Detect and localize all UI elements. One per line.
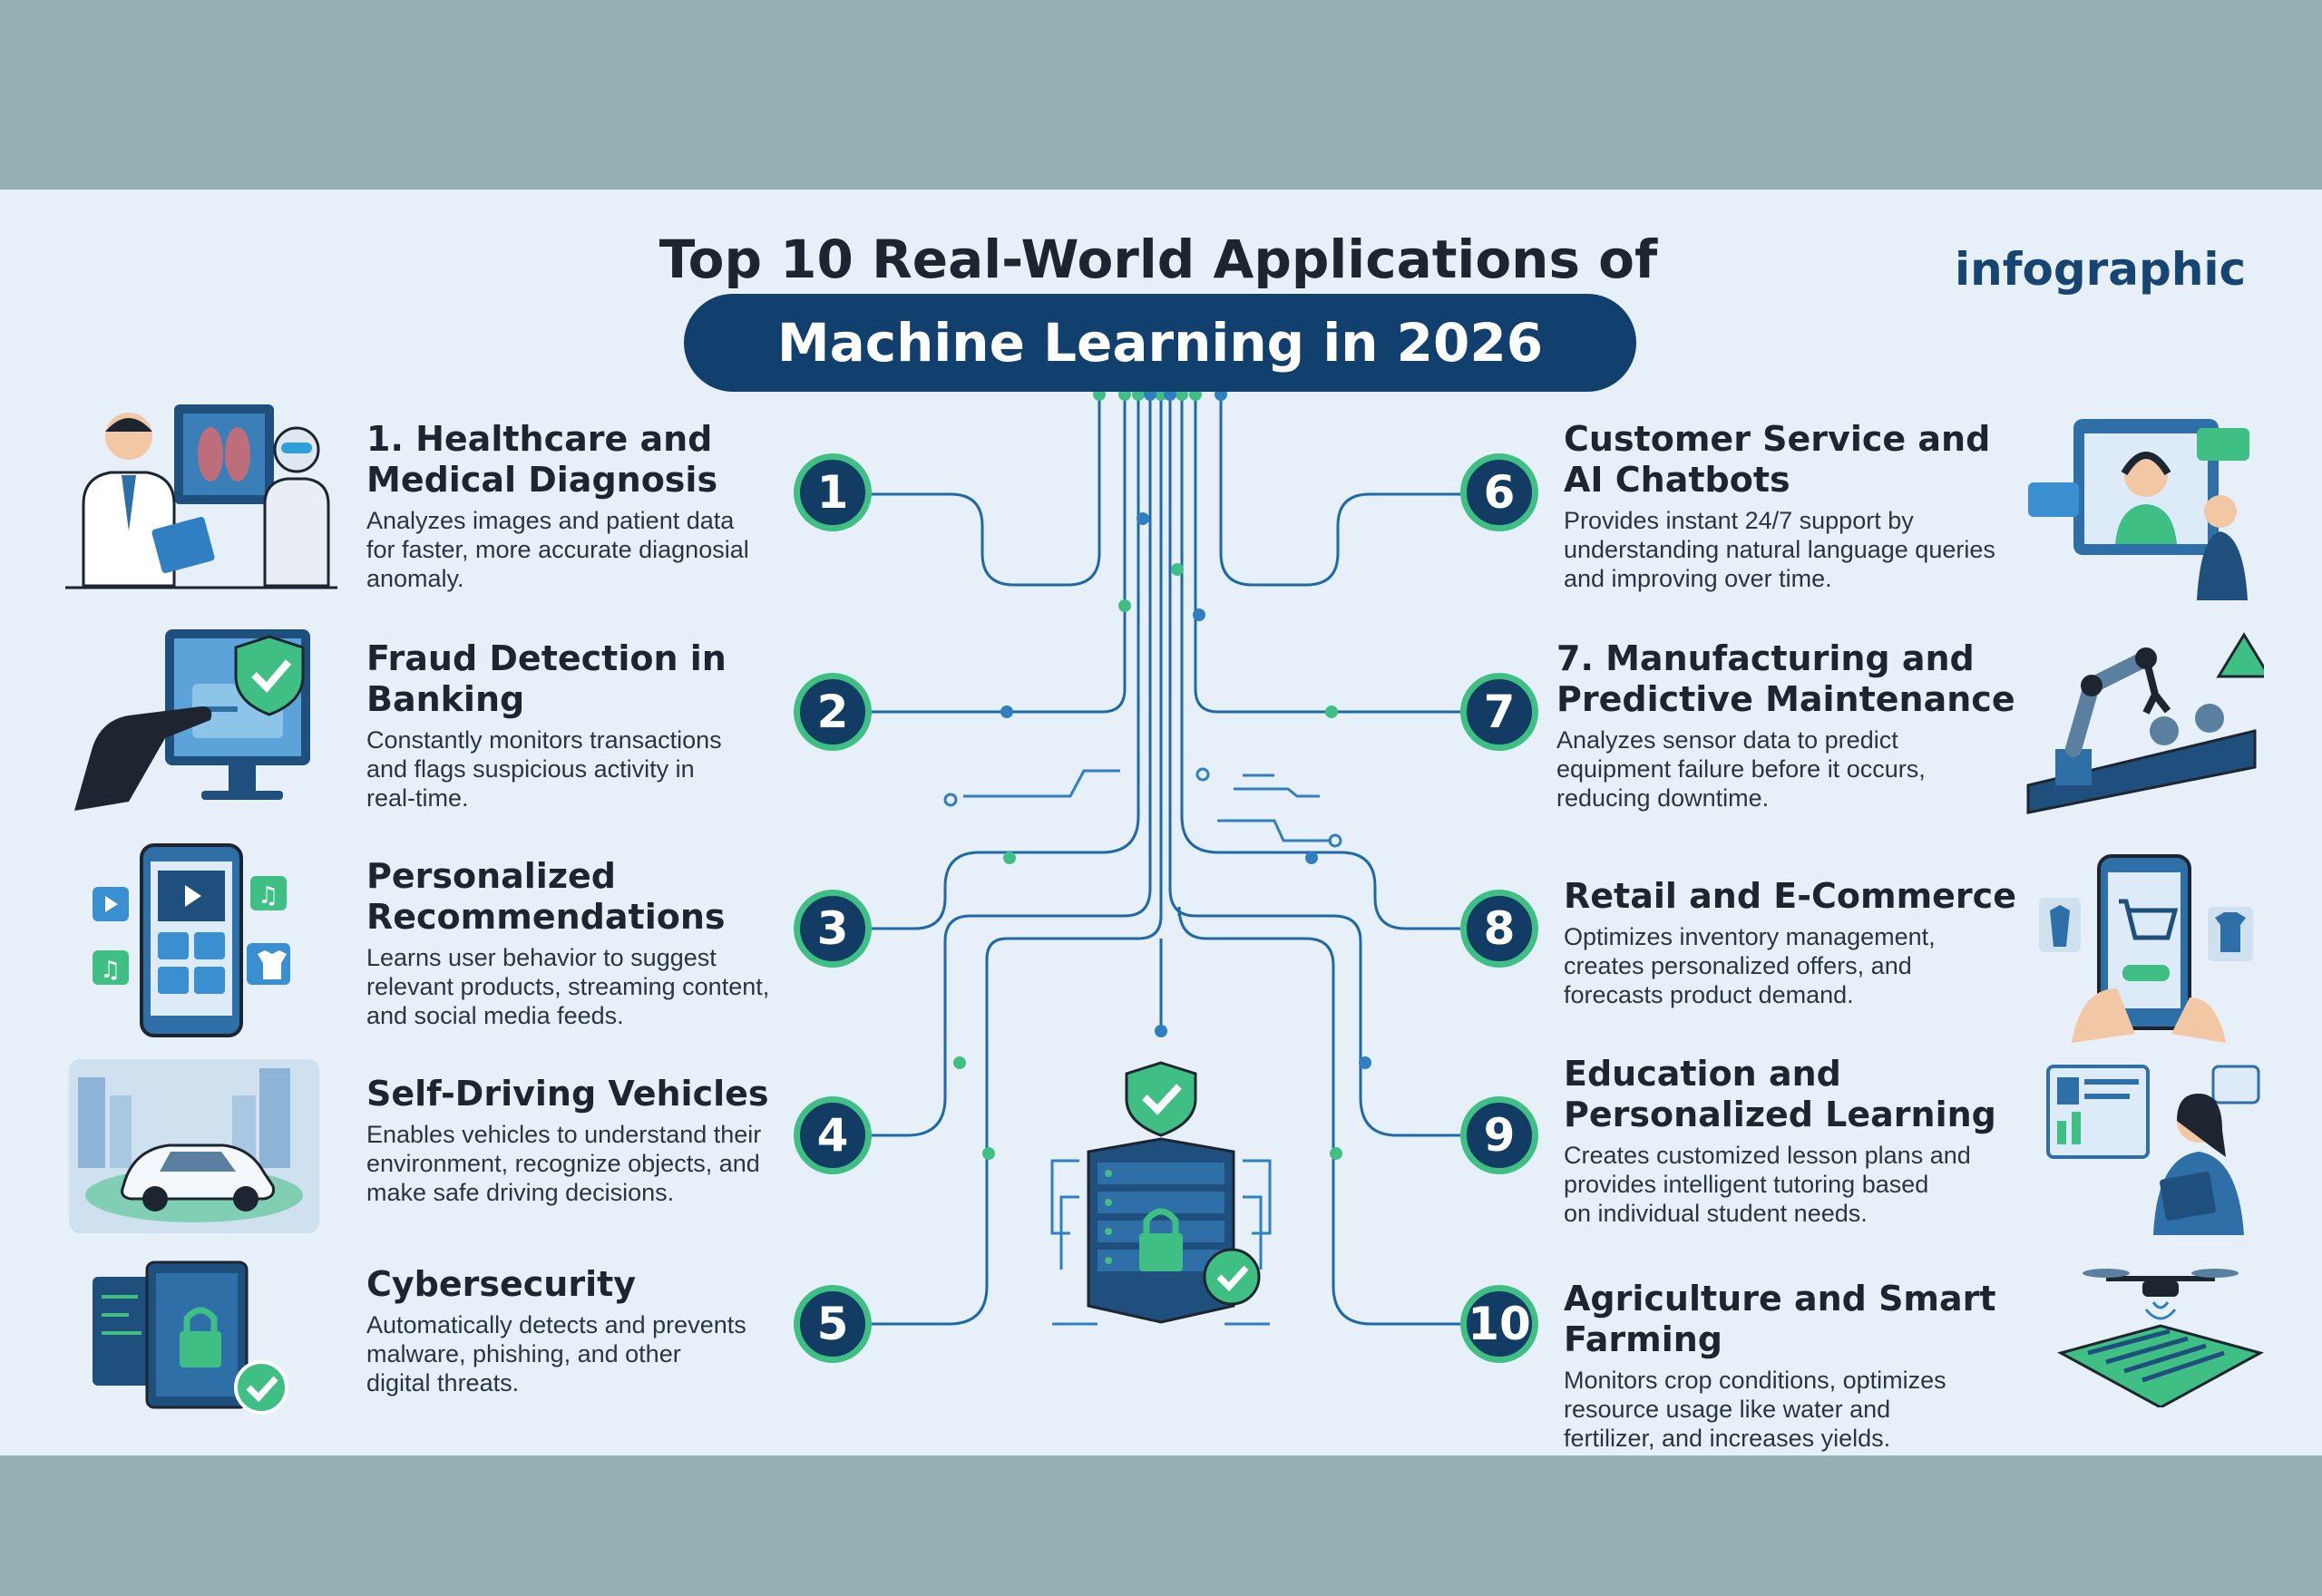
item-title: 1. Healthcare and Medical Diagnosis xyxy=(366,419,718,500)
list-item-chatbots: Customer Service and AI Chatbots Provide… xyxy=(1564,419,2035,593)
item-description: Analyzes images and patient data for fas… xyxy=(366,507,749,592)
chat-support-icon xyxy=(2028,419,2249,600)
item-description: Enables vehicles to understand their env… xyxy=(366,1121,762,1206)
item-title: 7. Manufacturing and Predictive Maintena… xyxy=(1556,638,2015,719)
item-description: Creates customized lesson plans and prov… xyxy=(1564,1142,1971,1227)
item-description: Optimizes inventory management, creates … xyxy=(1564,923,1936,1008)
list-item-recommendations: Personalized Recommendations Learns user… xyxy=(366,856,793,1030)
list-item-agriculture: Agriculture and Smart Farming Monitors c… xyxy=(1564,1279,2126,1453)
doctor-robot-xray-icon xyxy=(65,404,337,589)
item-title: Agriculture and Smart Farming xyxy=(1564,1279,1996,1359)
list-item-self-driving: Self-Driving Vehicles Enables vehicles t… xyxy=(366,1074,793,1207)
card-shield-monitor-icon xyxy=(74,629,310,811)
phone-media-icon: ♫ ♫ xyxy=(93,843,290,1037)
list-item-healthcare: 1. Healthcare and Medical Diagnosis Anal… xyxy=(366,419,784,593)
item-title: Personalized Recommendations xyxy=(366,856,726,937)
item-title: Self-Driving Vehicles xyxy=(366,1074,769,1114)
item-description: Automatically detects and prevents malwa… xyxy=(366,1311,746,1396)
number-badge-1: 1 xyxy=(794,453,872,531)
number-badge-4: 4 xyxy=(794,1096,872,1174)
drone-field-icon xyxy=(2057,1269,2264,1407)
secure-server-icon xyxy=(1050,1061,1272,1326)
item-description: Provides instant 24/7 support by underst… xyxy=(1564,507,1995,592)
list-item-cybersecurity: Cybersecurity Automatically detects and … xyxy=(366,1264,784,1397)
padlock-screen-icon xyxy=(93,1260,288,1415)
list-item-manufacturing: 7. Manufacturing and Predictive Maintena… xyxy=(1556,638,2028,813)
title-line2: Machine Learning in 2026 xyxy=(776,312,1544,374)
shopping-phone-icon xyxy=(2039,854,2253,1043)
number-badge-7: 7 xyxy=(1460,673,1538,751)
svg-text:♫: ♫ xyxy=(258,882,278,910)
robot-arm-conveyor-icon xyxy=(2026,632,2264,814)
list-item-education: Education and Personalized Learning Crea… xyxy=(1564,1054,2035,1228)
list-item-fraud: Fraud Detection in Banking Constantly mo… xyxy=(366,638,784,813)
number-badge-9: 9 xyxy=(1460,1096,1538,1174)
autonomous-car-icon xyxy=(69,1059,319,1233)
item-description: Analyzes sensor data to predict equipmen… xyxy=(1556,726,1926,812)
number-badge-8: 8 xyxy=(1460,890,1538,968)
list-item-retail: Retail and E-Commerce Optimizes inventor… xyxy=(1564,876,2035,1009)
number-badge-5: 5 xyxy=(794,1285,872,1363)
item-title: Cybersecurity xyxy=(366,1264,637,1304)
title-banner: Machine Learning in 2026 xyxy=(684,294,1636,392)
item-title: Education and Personalized Learning xyxy=(1564,1054,1996,1134)
number-badge-2: 2 xyxy=(794,673,872,751)
number-badge-6: 6 xyxy=(1460,453,1538,531)
number-badge-10: 10 xyxy=(1460,1285,1538,1363)
svg-text:♫: ♫ xyxy=(100,957,121,984)
item-title: Retail and E-Commerce xyxy=(1564,876,2016,916)
brand-logo: infographic xyxy=(1955,243,2247,296)
item-description: Learns user behavior to suggest relevant… xyxy=(366,944,770,1029)
number-badge-3: 3 xyxy=(794,890,872,968)
item-description: Monitors crop conditions, optimizes reso… xyxy=(1564,1367,1946,1452)
student-tablet-icon xyxy=(2046,1065,2260,1235)
item-title: Customer Service and AI Chatbots xyxy=(1564,419,1991,500)
item-description: Constantly monitors transactions and fla… xyxy=(366,726,722,812)
item-title: Fraud Detection in Banking xyxy=(366,638,727,719)
title-line1: Top 10 Real-World Applications of xyxy=(659,229,1658,290)
